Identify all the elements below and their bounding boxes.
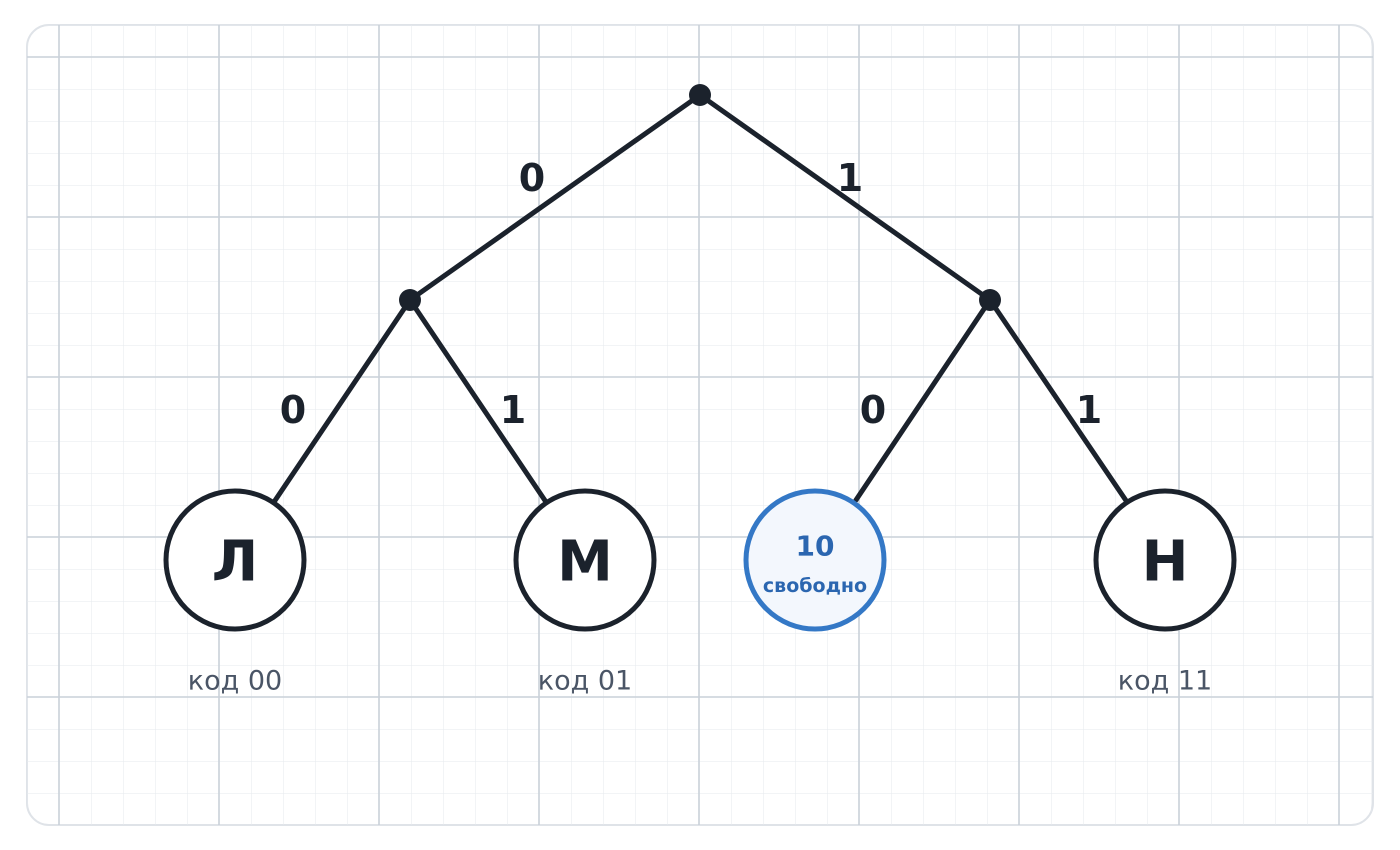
edge-left-to-l (271, 297, 413, 505)
leaf-n-code-caption: код 11 (1118, 666, 1212, 697)
major-grid-lines (27, 25, 1373, 825)
edge-root-left (407, 92, 703, 303)
edge-label-root-right: 1 (837, 156, 863, 200)
leaf-l-code-caption: код 00 (188, 666, 282, 697)
edge-label-right-right: 1 (1076, 388, 1102, 432)
edge-right-to-free (853, 297, 993, 503)
leaf-free: 10 свободно (743, 488, 887, 632)
leaf-n-circle (1093, 488, 1237, 632)
edge-root-right (697, 92, 993, 303)
leaf-l: Л код 00 (163, 488, 307, 697)
leaf-free-code: 10 (796, 530, 835, 563)
leaf-n: Н код 11 (1093, 488, 1237, 697)
leaf-m-letter: М (557, 530, 613, 595)
edge-label-left-right: 1 (500, 388, 526, 432)
edge-label-right-left: 0 (860, 388, 886, 432)
grid-panel (26, 24, 1374, 826)
leaf-m: М код 01 (513, 488, 657, 697)
edge-right-to-n (987, 297, 1130, 505)
leaf-m-code-caption: код 01 (538, 666, 632, 697)
edge-label-root-left: 0 (519, 156, 545, 200)
tree-edges (271, 92, 1130, 505)
left-inner-node (399, 289, 421, 311)
leaf-free-circle (743, 488, 887, 632)
edge-left-to-m (407, 297, 549, 505)
edge-labels: 0 1 0 1 0 1 (280, 156, 1102, 432)
leaf-n-letter: Н (1142, 530, 1189, 595)
leaf-l-circle (163, 488, 307, 632)
right-inner-node (979, 289, 1001, 311)
leaf-free-status: свободно (763, 575, 867, 597)
leaf-l-letter: Л (212, 530, 259, 595)
root-node (689, 84, 711, 106)
edge-label-left-left: 0 (280, 388, 306, 432)
leaf-m-circle (513, 488, 657, 632)
internal-nodes (399, 84, 1001, 311)
